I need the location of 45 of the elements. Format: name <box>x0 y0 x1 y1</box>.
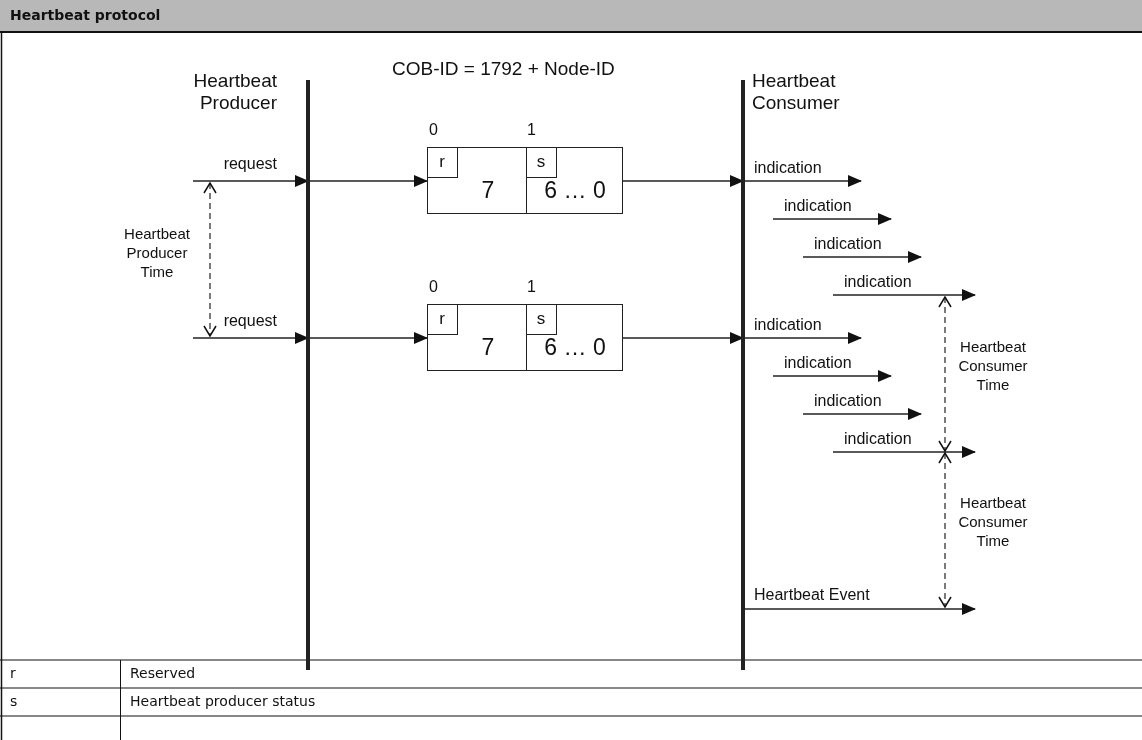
header-title: Heartbeat protocol <box>10 7 161 23</box>
bit-value: 6 … 0 <box>543 177 607 204</box>
symbol-text: r <box>10 665 16 681</box>
message-label: indication <box>814 392 882 410</box>
message-label: indication <box>844 430 912 448</box>
bit-field: s <box>525 303 557 335</box>
bit-value: 7 <box>480 177 496 204</box>
symbol-text: s <box>10 693 18 709</box>
byte-number: 0 <box>429 278 438 296</box>
arrow <box>742 603 976 615</box>
lifeline-heading: Heartbeat Consumer <box>752 70 841 114</box>
byte-number: 1 <box>527 278 536 296</box>
arrow <box>742 175 862 187</box>
time-label: Heartbeat Consumer Time <box>957 338 1029 395</box>
arrow <box>622 175 744 187</box>
description-text: Heartbeat producer status <box>130 693 316 709</box>
message-label: indication <box>784 354 852 372</box>
arrow <box>192 332 309 344</box>
frame-id-heading: COB-ID = 1792 + Node-ID <box>392 58 615 80</box>
arrow <box>307 332 428 344</box>
bit-value: 7 <box>480 334 496 361</box>
message-label: indication <box>814 235 882 253</box>
arrow <box>307 175 428 187</box>
message-label: indication <box>844 273 912 291</box>
time-label: Heartbeat Consumer Time <box>957 494 1029 551</box>
bit-field: s <box>525 146 557 178</box>
arrow <box>742 332 862 344</box>
message-label: indication <box>784 197 852 215</box>
byte-number: 1 <box>527 121 536 139</box>
arrow <box>192 175 309 187</box>
message-frame <box>427 304 623 371</box>
arrow <box>622 332 744 344</box>
time-label: Heartbeat Producer Time <box>123 225 191 282</box>
edge-label: indication <box>754 316 822 334</box>
message-frame <box>427 147 623 214</box>
byte-number: 0 <box>429 121 438 139</box>
lifeline-heading: Heartbeat Producer <box>192 70 277 114</box>
bit-field: r <box>426 303 458 335</box>
edge-label: Heartbeat Event <box>754 586 870 604</box>
bit-value: 6 … 0 <box>543 334 607 361</box>
edge-label: request <box>223 312 277 330</box>
bit-field: r <box>426 146 458 178</box>
description-text: Reserved <box>130 665 196 681</box>
edge-label: request <box>223 155 277 173</box>
edge-label: indication <box>754 159 822 177</box>
